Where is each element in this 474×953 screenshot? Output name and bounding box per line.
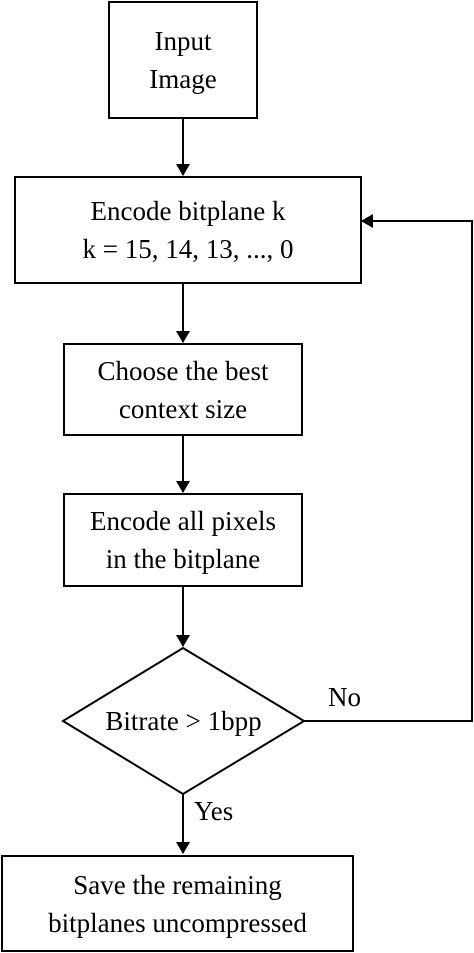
node-input-image-line1: Input bbox=[154, 26, 212, 56]
node-input-image-line2: Image bbox=[149, 64, 217, 94]
node-choose-context-line1: Choose the best bbox=[97, 355, 269, 386]
arrow-no-loop-back bbox=[304, 214, 473, 722]
node-encode-pixels: Encode all pixels in the bitplane bbox=[63, 493, 303, 587]
node-input-image: Input Image bbox=[108, 1, 258, 119]
node-save-remaining-line1: Save the remaining bbox=[73, 869, 282, 900]
node-encode-bitplane: Encode bitplane k k = 15, 14, 13, ..., 0 bbox=[14, 176, 362, 284]
node-encode-pixels-line1: Encode all pixels bbox=[90, 506, 276, 536]
node-encode-bitplane-line1: Encode bitplane k bbox=[90, 196, 286, 226]
node-save-remaining: Save the remaining bitplanes uncompresse… bbox=[1, 855, 354, 952]
edge-label-yes: Yes bbox=[194, 796, 234, 826]
node-encode-bitplane-line2: k = 15, 14, 13, ..., 0 bbox=[82, 234, 294, 264]
decision-label: Bitrate > 1bpp bbox=[105, 706, 262, 736]
node-encode-pixels-line2: in the bitplane bbox=[105, 544, 261, 574]
node-save-remaining-line2: bitplanes uncompressed bbox=[48, 907, 307, 938]
node-choose-context-line2: context size bbox=[118, 393, 248, 424]
node-choose-context: Choose the best context size bbox=[63, 343, 303, 436]
edge-label-no: No bbox=[328, 682, 361, 712]
